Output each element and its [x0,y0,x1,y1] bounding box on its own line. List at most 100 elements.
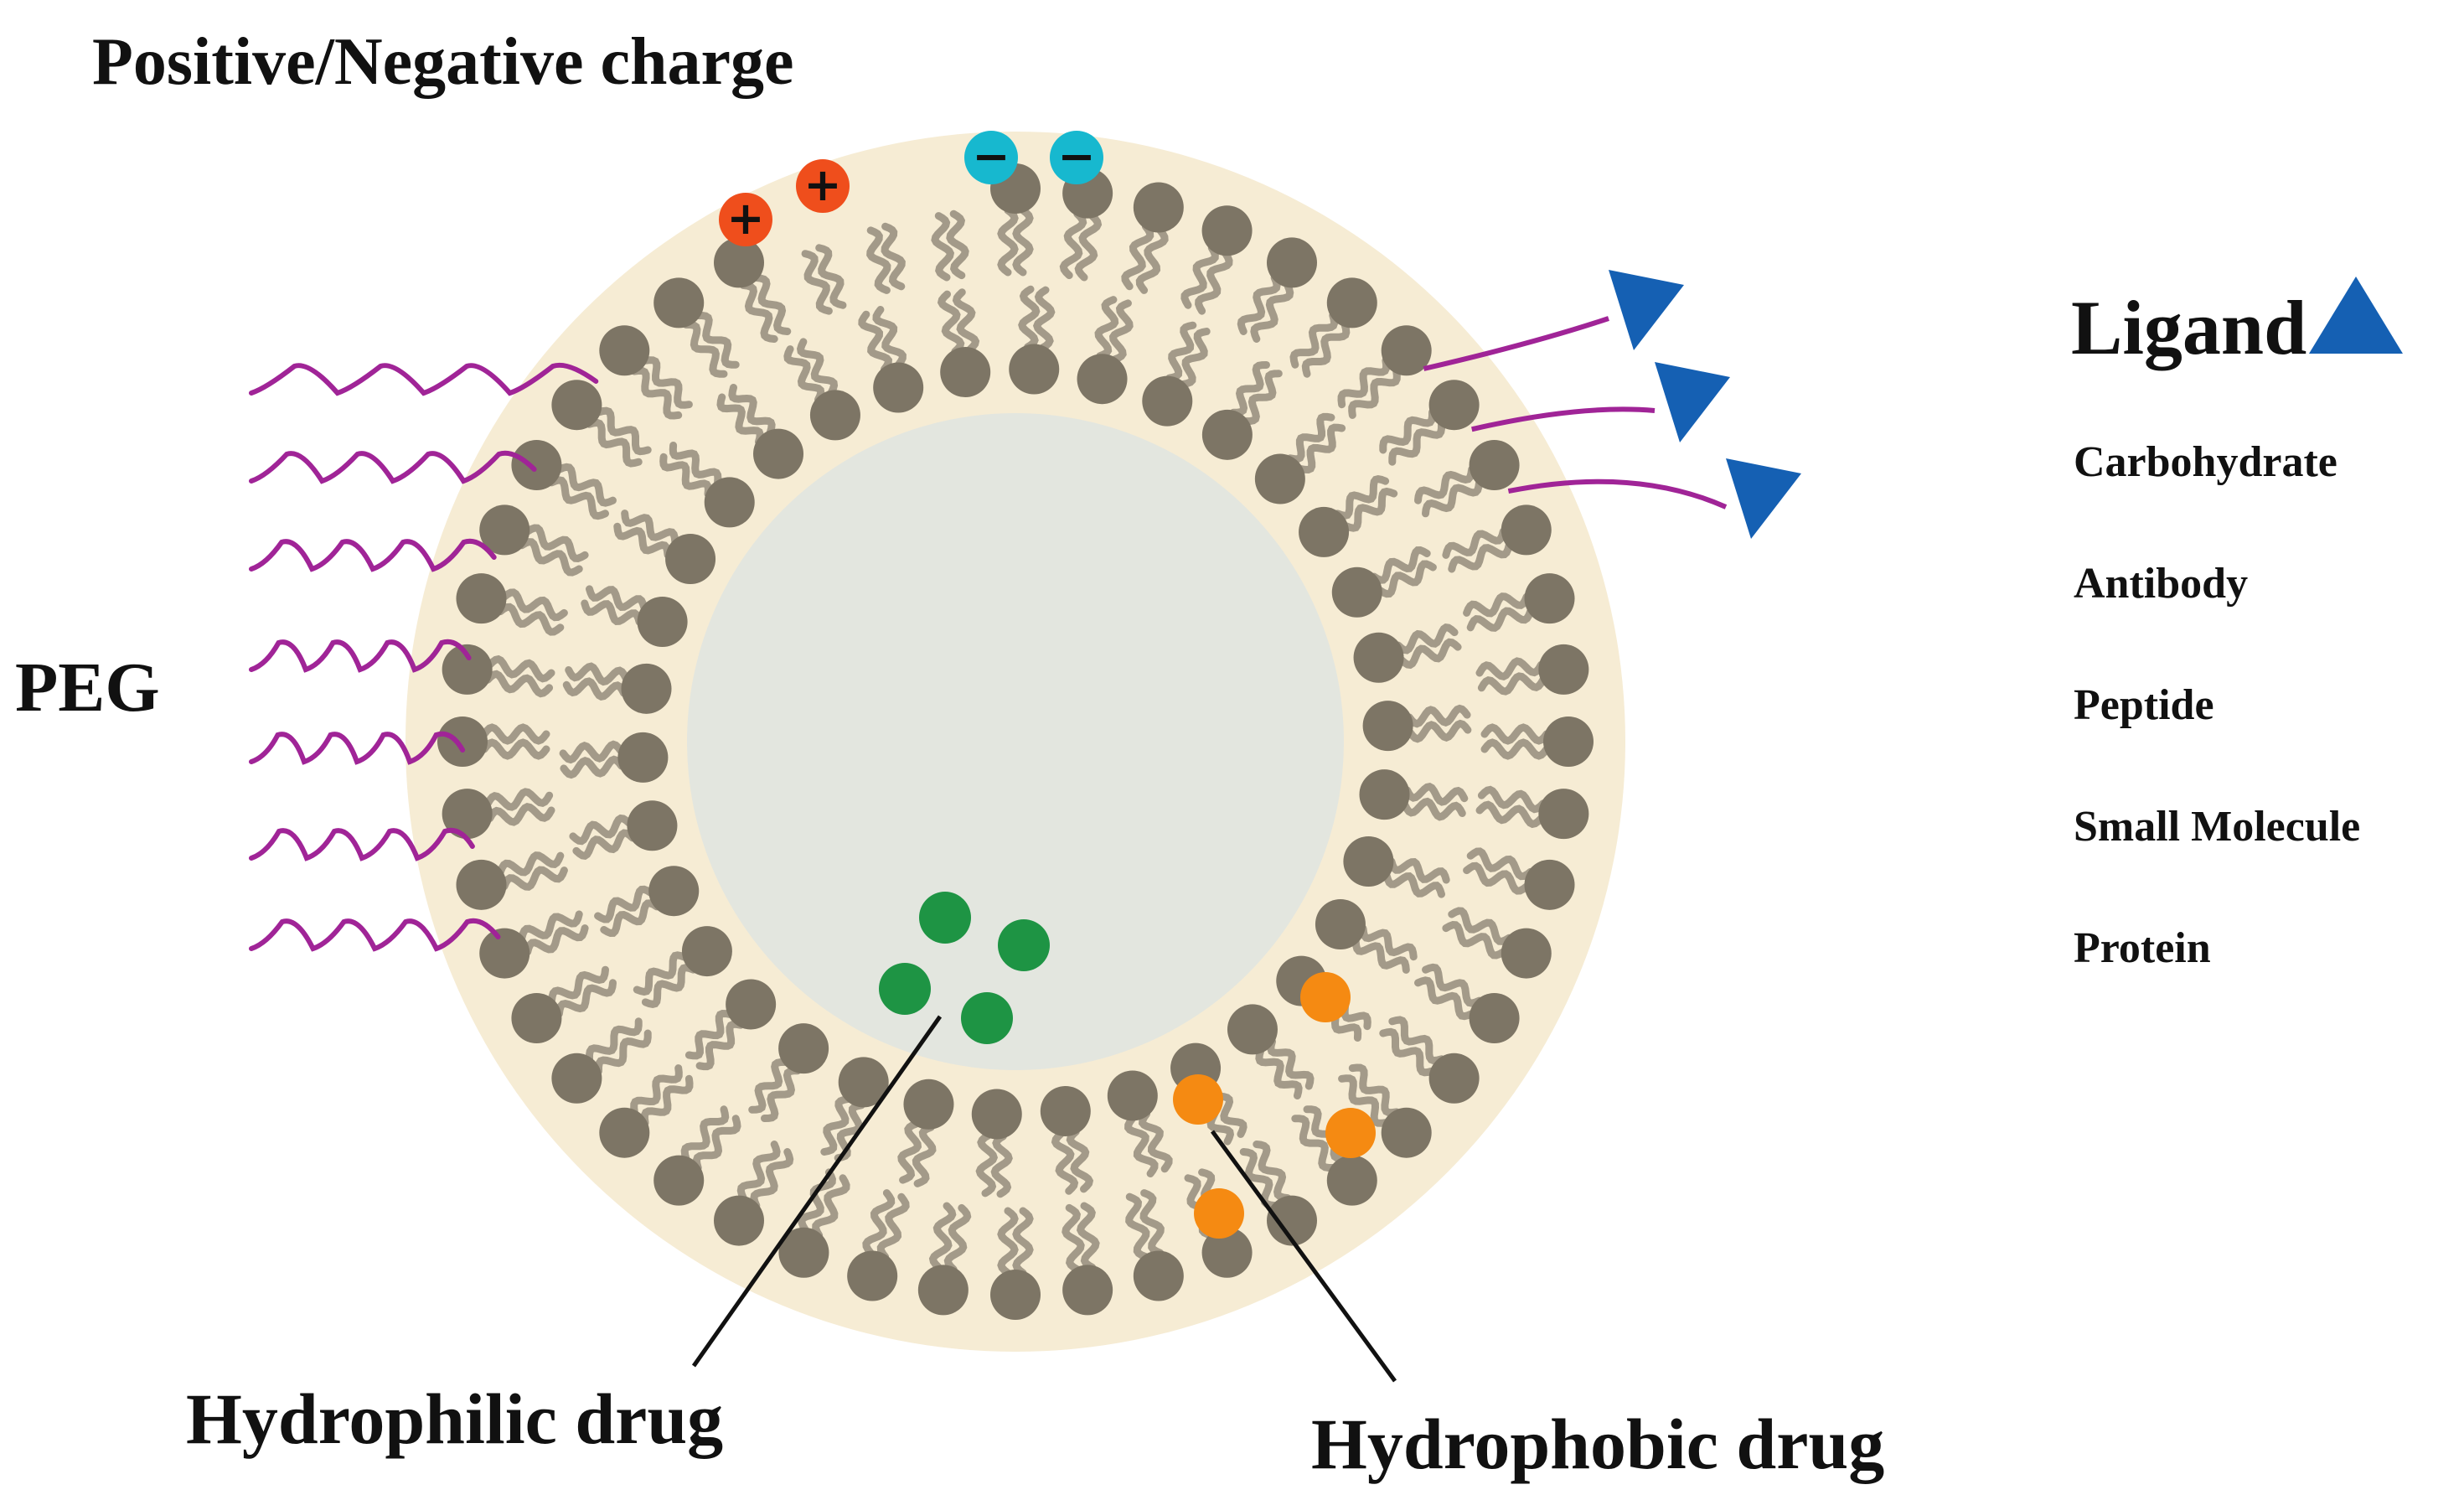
lipid-tail [695,1020,745,1071]
lipid-tail [1195,250,1233,315]
lipid-head [1142,375,1193,427]
peg-chain [249,918,501,952]
positive-charge-symbol: + [726,192,764,245]
ligand-type-protein: Protein [2074,924,2211,972]
hydrophobic-drug-molecule [1173,1074,1223,1125]
lipid-tail [518,910,583,942]
lipid-head [917,1265,969,1316]
lipid-head [1267,237,1317,288]
lipid-head [551,1053,602,1104]
lipid-tail [1334,474,1390,520]
lipid-head [873,362,924,413]
hydrophobic-drug-cluster [1173,972,1376,1239]
lipid-tail [480,738,550,760]
lipid-tail [1388,420,1445,466]
lipid-tail [500,866,568,891]
lipid-head [599,1107,650,1158]
lipid-tail [1108,299,1134,364]
lipid-head [1359,769,1410,820]
lipid-head [1343,836,1394,887]
lipid-tail [500,588,568,622]
lipid-tail [600,899,661,938]
lipid-tail [1253,1141,1292,1203]
lipid-tail [1348,1063,1401,1117]
lipid-tail [931,212,955,282]
lipid-head [1538,644,1589,695]
lipid-tail [1286,412,1335,463]
lipid-head [940,347,991,398]
lipid-tail [761,1067,802,1122]
lipid-tail [586,585,648,612]
lipid-tail [1074,212,1103,282]
lipid-head [511,440,562,490]
ligand-type-peptide: Peptide [2074,681,2214,729]
lipid-tail [1466,607,1535,632]
lipid-tail [975,1131,999,1198]
lipid-head [1077,354,1128,405]
hydrophobic-drug-molecule [1300,972,1351,1022]
lipid-head [1201,1227,1253,1278]
lipid-head [511,993,562,1043]
lipid-tail [630,1064,683,1116]
lipid-head [847,1250,898,1301]
lipid-tail [1180,244,1219,309]
lipid-head [809,390,860,441]
lipid-head [1299,506,1350,557]
lipid-head [1040,1085,1091,1136]
lipid-tail [1463,861,1531,895]
ligand-type-small-molecule: Small Molecule [2074,803,2360,851]
ligand-triangle-icon [1655,362,1730,442]
lipid-head [990,1270,1041,1320]
lipid-tail [750,1148,794,1210]
lipid-tail [946,210,969,280]
triangle-icon [2309,277,2403,354]
lipid-head [903,1079,954,1130]
lipid-tail [1062,1203,1085,1274]
lipid-head [1227,1004,1278,1055]
lipid-tail [796,338,839,396]
lipid-head [437,716,488,767]
lipid-head [1254,453,1305,504]
lipid-head [1469,993,1520,1043]
lipid-head [1501,928,1552,979]
ligand-legend: Ligand Carbohydrate Antibody Peptide Sma… [2071,277,2403,972]
hydrophobic-pointer-line [1210,1130,1397,1383]
lipid-tail [555,979,617,1018]
hydrophilic-drug-molecule [998,919,1050,971]
lipid-tail [739,281,778,343]
lipid-tail [1477,672,1547,696]
lipid-tail [1165,321,1197,382]
lipid-tail [1442,527,1507,559]
lipid-tail [694,312,740,369]
ligand-linker [1471,406,1656,432]
hydrophilic-pointer-line [691,1015,943,1368]
lipid-head [838,1057,889,1108]
lipid-tail [1475,800,1545,829]
lipid-tail [1289,312,1339,369]
negative-charge-symbol: − [972,130,1010,183]
lipid-head [599,325,650,376]
lipid-tail [820,1095,852,1156]
peg-chain [249,639,472,673]
lipid-tail [547,965,609,1005]
lipid-tail [736,1141,781,1203]
lipid-tail [595,406,652,456]
negative-charge-head [1050,131,1103,184]
lipid-tail [1379,408,1436,454]
lipid-head [1201,205,1253,256]
lipid-tail [496,603,565,636]
lipid-tail [1388,1016,1445,1065]
lipid-tail [728,384,776,437]
lipid-tail [798,1168,836,1234]
lipid-tail [692,1115,741,1172]
lipid-tail [1179,328,1211,388]
lipid-head [479,928,530,979]
lipid-tail [812,1174,850,1239]
lipid-tail [565,662,630,686]
lipid-tail [1422,963,1484,1007]
lipid-tail [613,522,672,559]
lipid-tail [1139,1189,1165,1257]
lipid-head [1062,1265,1113,1316]
lipid-head [648,866,700,917]
lipid-tail [595,1029,652,1075]
